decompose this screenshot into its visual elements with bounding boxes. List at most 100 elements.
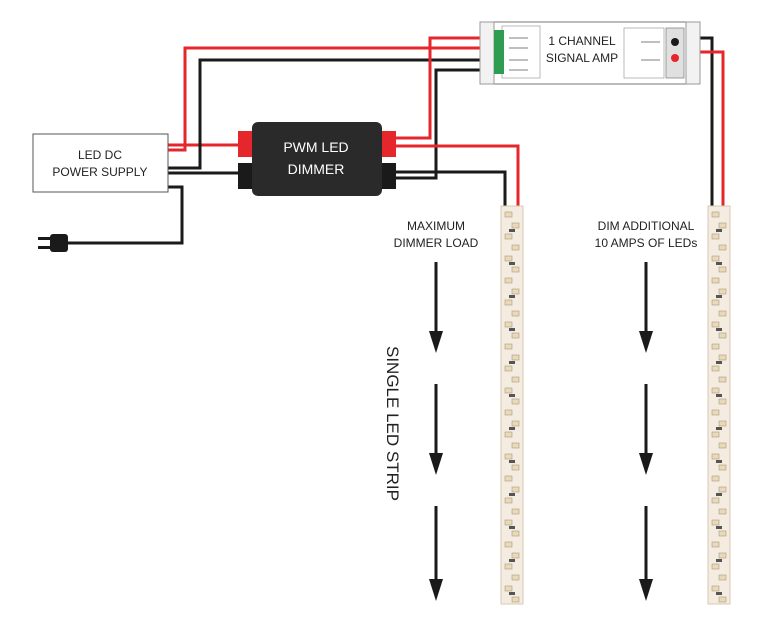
red-wire-dimmer-to-strip1 — [395, 144, 520, 206]
power-supply: LED DC POWER SUPPLY — [32, 133, 169, 193]
led-strip-1-tape — [500, 205, 524, 605]
resistor-chip — [716, 229, 722, 232]
resistor-chip — [716, 361, 722, 364]
red-wire-dimmer-to-amp — [395, 36, 497, 140]
amp-label-line1: 1 CHANNEL — [548, 34, 616, 48]
pwm-dimmer: PWM LED DIMMER — [238, 122, 396, 196]
led-chip — [711, 233, 720, 240]
led-chip — [504, 343, 513, 350]
amp-output-panel — [623, 27, 665, 79]
led-chip — [504, 255, 513, 262]
resistor-chip — [509, 493, 515, 496]
led-chip — [711, 343, 720, 350]
resistor-chip — [509, 592, 515, 595]
led-chip — [718, 442, 727, 449]
led-chip — [711, 453, 720, 460]
led-chip — [504, 519, 513, 526]
led-chip — [718, 310, 727, 317]
led-chip — [718, 574, 727, 581]
led-chip — [711, 497, 720, 504]
resistor-chip — [716, 559, 722, 562]
led-chip — [511, 420, 520, 427]
dimmer-output-black-connector — [380, 163, 396, 189]
dimmer-input-black-connector — [238, 163, 254, 189]
resistor-chip — [716, 592, 722, 595]
dim-additional-label-line1: DIM ADDITIONAL — [598, 219, 695, 233]
dimmer-body — [252, 122, 382, 196]
plug-icon — [38, 234, 68, 252]
led-chip — [711, 365, 720, 372]
led-chip — [511, 354, 520, 361]
resistor-chip — [509, 328, 515, 331]
led-chip — [511, 442, 520, 449]
single-strip-label: SINGLE LED STRIP — [383, 346, 402, 501]
resistor-chip — [716, 328, 722, 331]
amp-input-ticks — [509, 37, 528, 71]
max-load-label-line1: MAXIMUM — [407, 219, 465, 233]
resistor-chip — [509, 526, 515, 529]
dim-additional-label-line2: 10 AMPS OF LEDs — [595, 236, 698, 250]
led-chip — [718, 244, 727, 251]
resistor-chip — [509, 361, 515, 364]
amp-label-line2: SIGNAL AMP — [546, 51, 618, 65]
power-supply-box — [32, 133, 169, 193]
led-chip — [504, 321, 513, 328]
arrows — [429, 262, 653, 601]
led-chip — [511, 486, 520, 493]
amp-end-cap-right — [685, 21, 701, 85]
led-chip — [511, 266, 520, 273]
resistor-chip — [716, 460, 722, 463]
led-chip — [718, 464, 727, 471]
led-chip — [504, 387, 513, 394]
resistor-chip — [716, 262, 722, 265]
led-chip — [504, 475, 513, 482]
led-chip — [711, 211, 720, 218]
led-strip-2-tape — [707, 205, 731, 605]
led-chip — [511, 222, 520, 229]
led-chip — [504, 211, 513, 218]
max-load-label-line2: DIMMER LOAD — [394, 236, 479, 250]
led-chip — [504, 409, 513, 416]
led-chip — [504, 497, 513, 504]
dimmer-label-line1: PWM LED — [283, 139, 348, 155]
led-chip — [718, 552, 727, 559]
resistor-chip — [509, 229, 515, 232]
led-chip — [504, 453, 513, 460]
led-chip — [511, 398, 520, 405]
dimmer-input-red-connector — [238, 131, 254, 157]
led-chip — [718, 332, 727, 339]
resistor-chip — [509, 460, 515, 463]
led-chip — [711, 255, 720, 262]
led-strip-2 — [707, 205, 731, 605]
led-chip — [511, 288, 520, 295]
wires — [68, 36, 725, 245]
led-chip — [511, 244, 520, 251]
amp-output-screw-1 — [671, 38, 679, 46]
down-arrow-icon — [639, 384, 653, 475]
resistor-chip — [509, 427, 515, 430]
led-chip — [511, 508, 520, 515]
led-chip — [718, 486, 727, 493]
led-strip-1 — [500, 205, 524, 605]
led-chip — [711, 585, 720, 592]
led-chip — [511, 332, 520, 339]
led-chip — [504, 233, 513, 240]
led-chip — [511, 376, 520, 383]
led-chip — [711, 409, 720, 416]
down-arrow-icon — [639, 506, 653, 601]
amp-output-terminal — [665, 27, 685, 79]
resistor-chip — [716, 493, 722, 496]
black-wire-dimmer-to-strip1 — [395, 170, 507, 206]
signal-amp: 1 CHANNEL SIGNAL AMP — [479, 21, 701, 85]
red-wire-psu-to-amp — [168, 46, 497, 152]
resistor-chip — [509, 559, 515, 562]
led-chip — [504, 299, 513, 306]
resistor-chip — [716, 526, 722, 529]
led-chip — [711, 475, 720, 482]
led-chip — [718, 596, 727, 603]
led-chip — [711, 541, 720, 548]
led-chip — [718, 398, 727, 405]
power-supply-label-line1: LED DC — [78, 148, 122, 162]
led-chip — [511, 552, 520, 559]
